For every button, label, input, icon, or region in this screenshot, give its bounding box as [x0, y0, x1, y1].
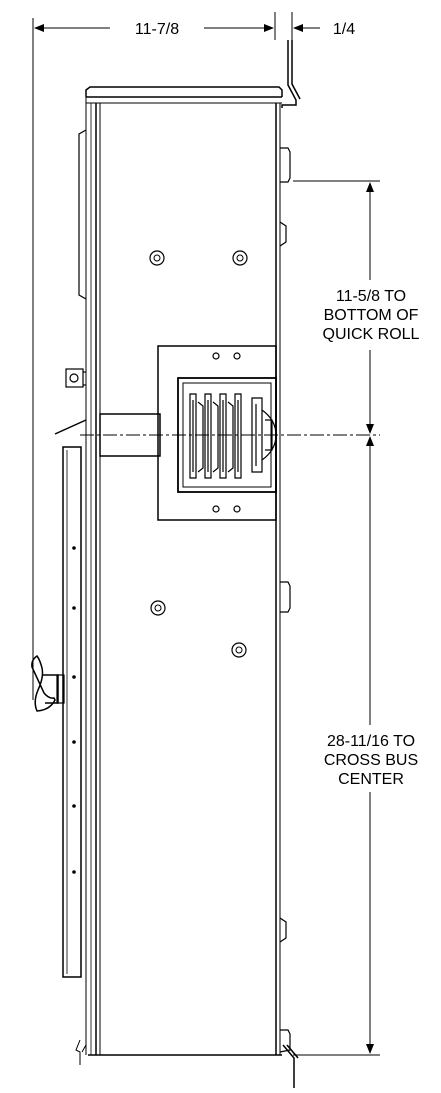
flange-offset-label: 1/4 [333, 21, 355, 38]
operating-handle [31, 654, 65, 712]
cross-bus-label-line2: CROSS BUS [324, 752, 418, 769]
door-rivet [72, 740, 76, 744]
lower-door-panel [62, 446, 82, 978]
cross-bus-label-line1: 28-11/16 TO [327, 733, 415, 750]
enclosure-body [75, 86, 291, 1065]
door-rivet [72, 675, 76, 679]
quick-roll-label-line3: QUICK ROLL [323, 326, 420, 343]
overall-depth-label: 11-7/8 [135, 21, 179, 38]
door-rivet [72, 804, 76, 808]
door-rivet [72, 870, 76, 874]
quick-roll-plate [157, 345, 277, 521]
quick-roll-label-line2: BOTTOM OF [324, 307, 419, 324]
cross-bus [80, 413, 380, 457]
side-knockouts [149, 250, 248, 658]
cross-bus-label-line3: CENTER [338, 771, 404, 788]
door-rivet [72, 606, 76, 610]
mounting-flange [281, 40, 301, 1088]
quick-roll-label-line1: 11-5/8 TO [336, 288, 406, 305]
cross-bus-dimension: 28-11/16 TO CROSS BUS CENTER [293, 436, 418, 1056]
overall-depth-dimension: 11-7/8 [32, 12, 276, 700]
flange-offset-dimension: 1/4 [250, 12, 355, 40]
quick-roll-dimension: 11-5/8 TO BOTTOM OF QUICK ROLL [293, 180, 420, 434]
door-latch [54, 368, 87, 435]
door-rivet [72, 546, 76, 550]
